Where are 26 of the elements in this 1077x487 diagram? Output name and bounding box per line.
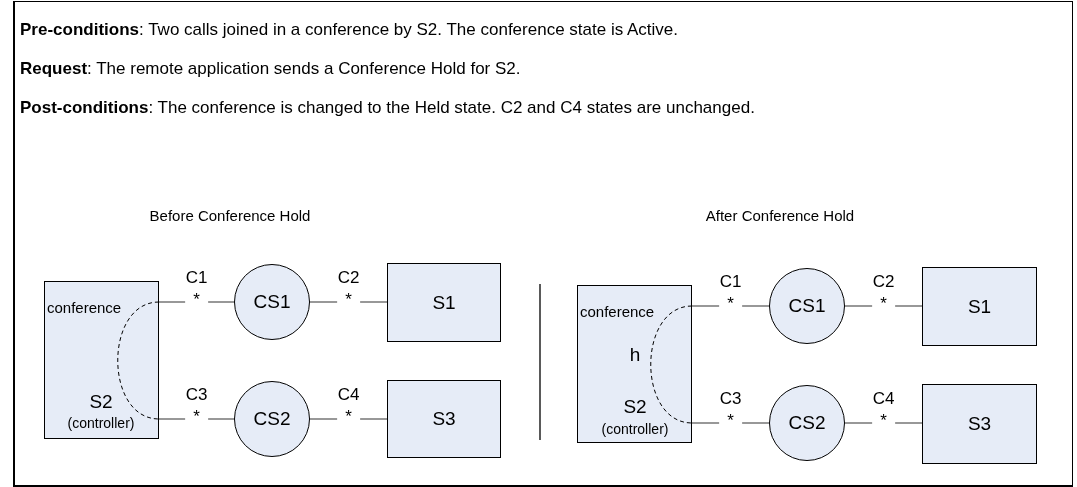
node-label: S2 — [89, 392, 113, 413]
node-label: S3 — [967, 413, 992, 435]
node-label: conference — [47, 300, 122, 317]
conference-box — [44, 281, 159, 439]
panel-heading: Before Conference Hold — [148, 208, 312, 225]
node-label: S2 — [623, 397, 647, 418]
condition-text: Pre-conditions: Two calls joined in a conference by S2. The conference state is Active. — [20, 19, 679, 41]
device-box — [922, 384, 1037, 464]
node-label: S1 — [432, 292, 456, 313]
node-label: S3 — [432, 408, 456, 430]
device-box — [387, 263, 501, 342]
condition-text: Request: The remote application sends a Conference Hold for S2. — [20, 58, 522, 80]
node-label: (controller) — [67, 416, 135, 432]
conference-box — [577, 285, 692, 443]
device-box — [387, 380, 501, 458]
node-label: CS2 — [253, 408, 291, 430]
panel-heading: After Conference Hold — [704, 208, 856, 225]
node-label: CS1 — [253, 291, 291, 313]
node-label: conference — [580, 304, 655, 321]
condition-text: Post-conditions: The conference is changed to the Held state. C2 and C4 states are unchanged. — [20, 97, 756, 119]
node-label: CS1 — [788, 295, 826, 317]
device-box — [922, 267, 1037, 346]
node-label: S1 — [967, 296, 992, 317]
node-label: CS2 — [788, 412, 826, 434]
node-label: h — [629, 345, 641, 366]
node-label: (controller) — [601, 422, 669, 438]
